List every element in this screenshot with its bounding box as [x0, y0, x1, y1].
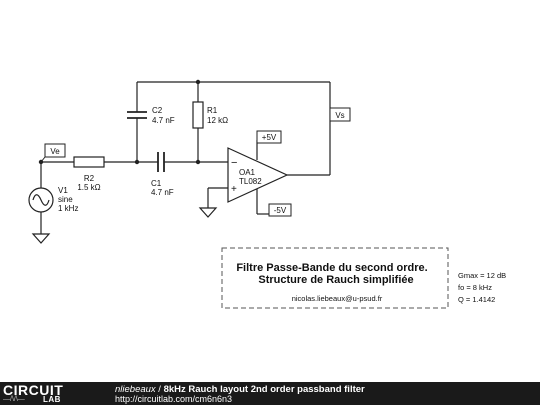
title-separator: /	[155, 384, 164, 395]
ground-icon-opamp	[198, 207, 218, 218]
footer-bar: CIRCUIT —/\/\— LAB nliebeaux / 8kHz Rauc…	[0, 382, 540, 405]
r2-name: R2	[84, 174, 95, 183]
c1-name: C1	[151, 179, 162, 188]
note-title-line1: Filtre Passe-Bande du second ordre.	[236, 262, 427, 274]
c2-value: 4.7 nF	[152, 116, 175, 125]
c2-name: C2	[152, 106, 163, 115]
opamp-part: TL082	[239, 177, 262, 186]
logo-lab-text: LAB	[43, 395, 61, 404]
vs-label: Vs	[335, 111, 344, 120]
opamp-name: OA1	[239, 168, 256, 177]
note-q: Q = 1.4142	[458, 295, 495, 304]
note-fo: fo = 8 kHz	[458, 283, 492, 292]
opamp-minus-sign: −	[231, 157, 237, 169]
ground-icon-v1	[31, 233, 51, 244]
logo-circuit-text: CIRCUIT	[3, 382, 64, 398]
r1-value: 12 kΩ	[207, 116, 228, 125]
r2-resistor[interactable]	[73, 156, 105, 168]
r1-resistor[interactable]	[192, 101, 204, 129]
note-box	[221, 247, 449, 309]
circuitlab-logo[interactable]: CIRCUIT —/\/\— LAB	[3, 383, 93, 404]
circuit-title[interactable]: 8kHz Rauch layout 2nd order passband fil…	[163, 384, 365, 395]
vpos-flag[interactable]: +5V	[256, 130, 282, 144]
v1-freq: 1 kHz	[58, 204, 78, 213]
ve-flag[interactable]: Ve	[40, 143, 66, 163]
r1-name: R1	[207, 106, 218, 115]
c1-capacitor[interactable]	[157, 152, 165, 172]
vs-flag[interactable]: Vs	[329, 107, 351, 126]
vneg-flag[interactable]: -5V	[257, 203, 292, 217]
v1-source[interactable]	[28, 187, 54, 213]
schematic: R2 1.5 kΩ C1 4.7 nF C2 4.7 nF R1 12 kΩ −…	[28, 79, 506, 309]
v1-type: sine	[58, 195, 73, 204]
c1-value: 4.7 nF	[151, 188, 174, 197]
note-title-line2: Structure de Rauch simplifiée	[258, 274, 413, 286]
circuit-title-line: nliebeaux / 8kHz Rauch layout 2nd order …	[115, 384, 365, 395]
circuit-url-link[interactable]: http://circuitlab.com/cm6n6n3	[115, 394, 233, 404]
vneg-label: -5V	[274, 206, 287, 215]
r2-value: 1.5 kΩ	[77, 183, 100, 192]
opamp-plus-sign: +	[231, 184, 237, 195]
c2-capacitor[interactable]	[127, 111, 147, 119]
opamp-triangle[interactable]	[227, 147, 289, 203]
note-email: nicolas.liebeaux@u-psud.fr	[292, 294, 383, 303]
v1-name: V1	[58, 186, 68, 195]
note-gmax: Gmax = 12 dB	[458, 271, 506, 280]
ve-label: Ve	[50, 147, 60, 156]
logo-trace-icon: —/\/\—	[3, 396, 25, 403]
vpos-label: +5V	[262, 133, 277, 142]
author-link[interactable]: nliebeaux	[115, 384, 156, 395]
